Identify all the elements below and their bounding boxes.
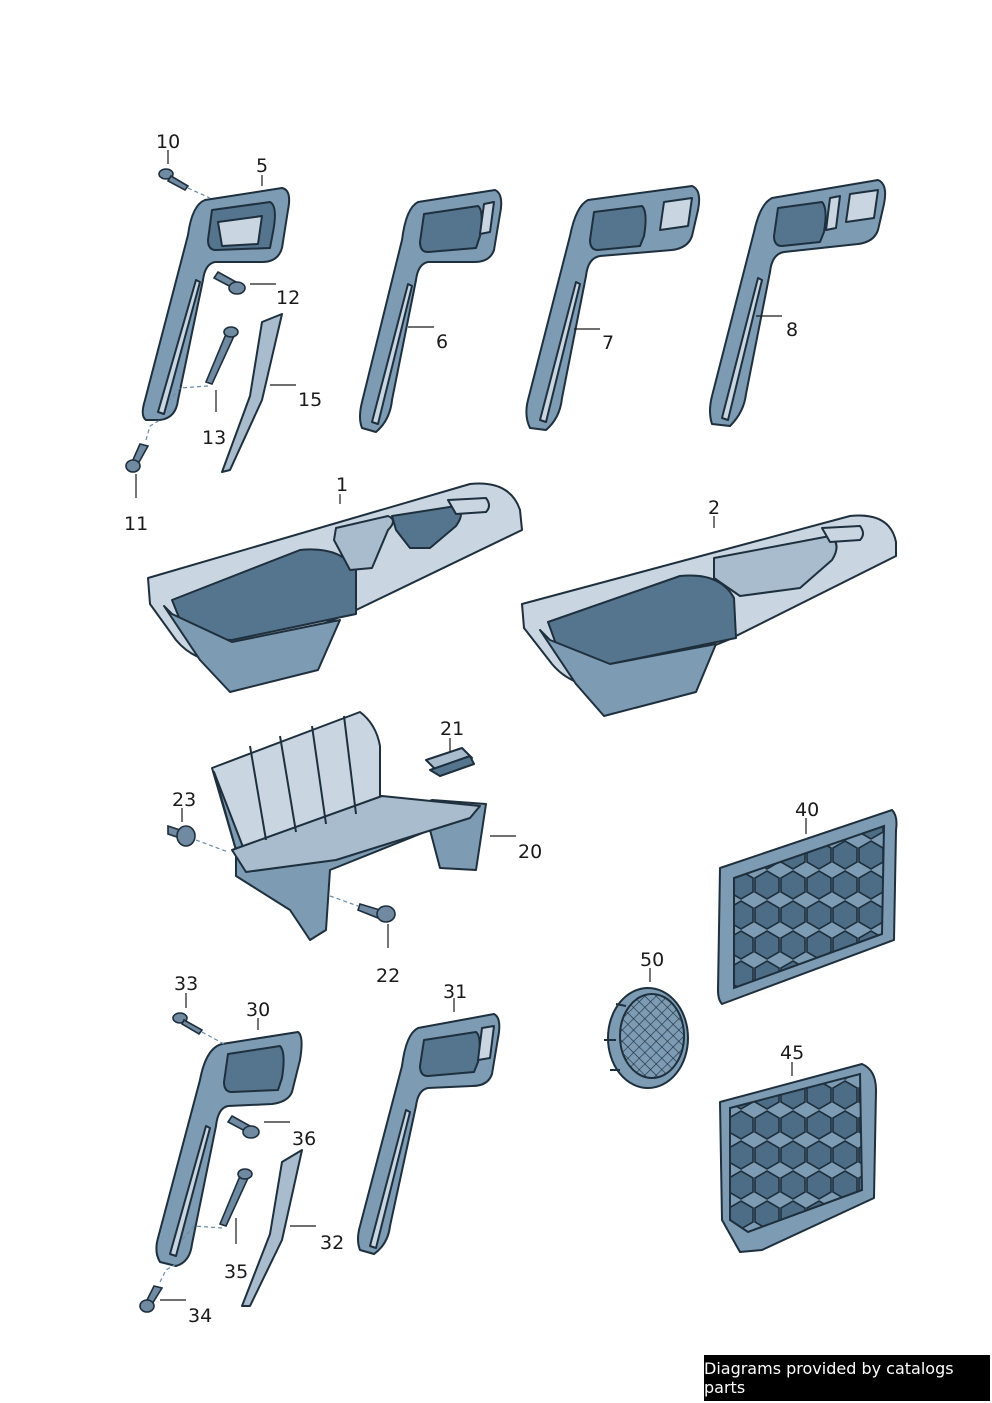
part-6-grab-handle xyxy=(359,189,503,433)
leader-lines xyxy=(135,150,807,1301)
screw-10 xyxy=(158,168,211,199)
callout-11: 11 xyxy=(124,513,148,535)
callout-6: 6 xyxy=(436,331,448,353)
part-8-grab-handle xyxy=(709,179,887,427)
callout-40: 40 xyxy=(795,799,819,821)
callout-7: 7 xyxy=(602,332,614,354)
callout-13: 13 xyxy=(202,427,226,449)
screw-12 xyxy=(212,270,246,295)
screw-34 xyxy=(139,1263,177,1313)
part-20-bracket xyxy=(211,711,487,941)
callout-36: 36 xyxy=(292,1128,316,1150)
clip-23 xyxy=(167,824,229,853)
callout-labels: 10 5 12 6 7 8 15 13 11 1 2 21 23 20 22 4… xyxy=(124,131,819,1327)
callout-21: 21 xyxy=(440,718,464,740)
callout-23: 23 xyxy=(172,789,196,811)
callout-31: 31 xyxy=(443,981,467,1003)
screw-22 xyxy=(329,895,396,923)
part-1-armrest-panel xyxy=(147,482,523,693)
part-40-speaker-grille xyxy=(717,809,898,1005)
callout-15: 15 xyxy=(298,389,322,411)
part-45-speaker-grille xyxy=(719,1063,877,1253)
part-7-grab-handle xyxy=(525,185,701,431)
callout-20: 20 xyxy=(518,841,542,863)
callout-30: 30 xyxy=(246,999,270,1021)
callout-50: 50 xyxy=(640,949,664,971)
callout-1: 1 xyxy=(336,474,348,496)
callout-45: 45 xyxy=(780,1042,804,1064)
part-30-grab-handle xyxy=(155,1031,303,1267)
credit-badge: Diagrams provided by catalogs parts xyxy=(704,1355,990,1401)
part-2-armrest-panel xyxy=(521,514,897,717)
part-5-grab-handle xyxy=(141,187,291,421)
screw-11 xyxy=(125,419,161,473)
screw-33 xyxy=(172,1012,225,1045)
callout-33: 33 xyxy=(174,973,198,995)
callout-2: 2 xyxy=(708,497,720,519)
callout-22: 22 xyxy=(376,965,400,987)
callout-35: 35 xyxy=(224,1261,248,1283)
screw-36 xyxy=(226,1114,260,1139)
screw-13 xyxy=(169,326,239,401)
callout-10: 10 xyxy=(156,131,180,153)
callout-32: 32 xyxy=(320,1232,344,1254)
part-31-grab-handle xyxy=(357,1013,501,1255)
credit-text: Diagrams provided by catalogs parts xyxy=(704,1359,954,1397)
part-15-trim-strip xyxy=(221,313,283,473)
callout-34: 34 xyxy=(188,1305,212,1327)
callout-5: 5 xyxy=(256,155,268,177)
clip-21 xyxy=(425,747,475,777)
part-50-speaker-cover xyxy=(604,987,689,1089)
callout-12: 12 xyxy=(276,287,300,309)
part-32-trim-strip xyxy=(241,1149,303,1307)
callout-8: 8 xyxy=(786,319,798,341)
screw-35 xyxy=(181,1168,253,1241)
